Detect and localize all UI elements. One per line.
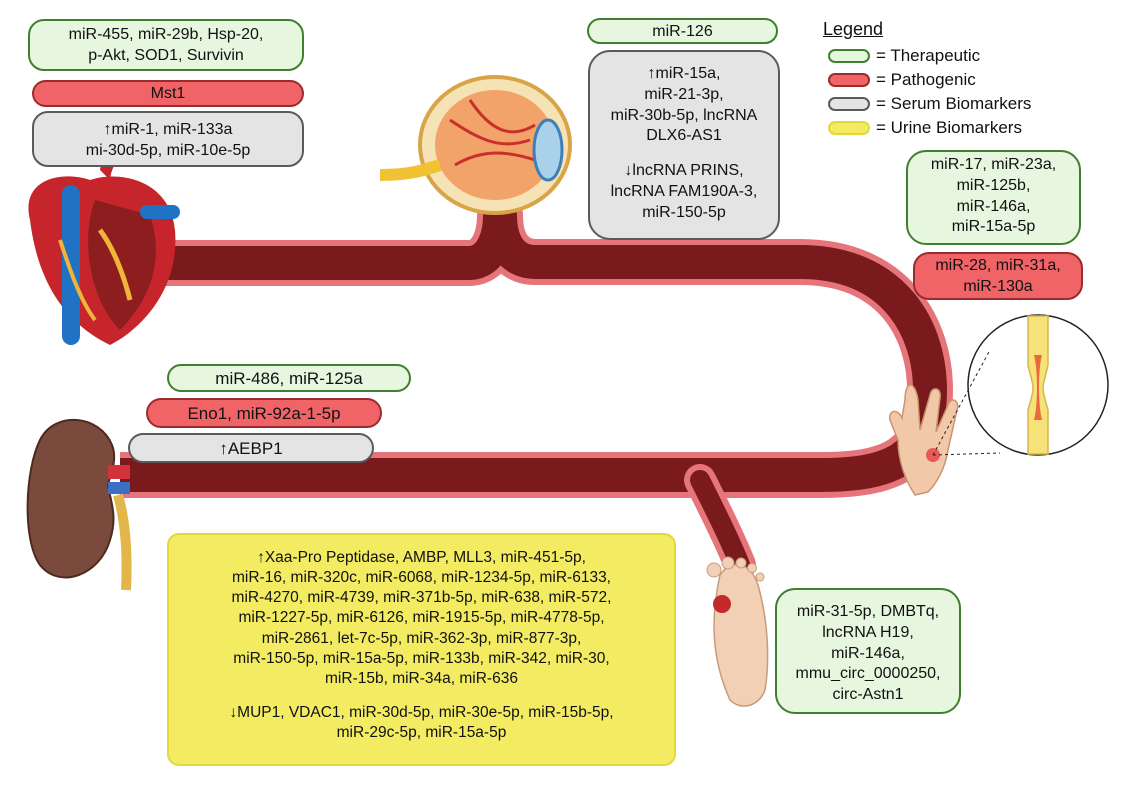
- kidney-urine-up-line-7: miR-15b, miR-34a, miR-636: [325, 669, 518, 687]
- eye-therapeutic-box: miR-126: [587, 18, 778, 44]
- foot-therapeutic-line-2: lncRNA H19,: [822, 623, 914, 641]
- eye-serum-up-line-1: ↑miR-15a,: [647, 65, 721, 82]
- eye-serum-down-line-3: miR-150-5p: [642, 203, 726, 221]
- eye-serum-down-line-1: ↓lncRNA PRINS,: [624, 162, 744, 180]
- kidney-urine-down-line-2: miR-29c-5p, miR-15a-5p: [336, 724, 507, 742]
- heart-icon: [28, 140, 180, 345]
- eye-serum-up-line-3: miR-30b-5p, lncRNA: [610, 106, 758, 124]
- narrowed-vessel-icon: [932, 314, 1109, 456]
- heart-serum-line-1: ↑miR-1, miR-133a: [103, 121, 233, 138]
- hand-therapeutic-line-3: miR-146a,: [956, 197, 1031, 215]
- hand-therapeutic-line-2: miR-125b,: [956, 176, 1031, 194]
- eye-serum-box: ↑miR-15a, miR-21-3p, miR-30b-5p, lncRNA …: [588, 50, 780, 240]
- eye-serum-up-line-2: miR-21-3p,: [644, 85, 724, 103]
- kidney-urine-down-line-1: ↓MUP1, VDAC1, miR-30d-5p, miR-30e-5p, mi…: [229, 703, 614, 721]
- kidney-urine-up-line-3: miR-4270, miR-4739, miR-371b-5p, miR-638…: [231, 589, 612, 607]
- kidney-urine-box: ↑Xaa-Pro Peptidase, AMBP, MLL3, miR-451-…: [167, 533, 676, 766]
- heart-pathogenic-box: Mst1: [32, 80, 304, 107]
- legend-item-urine: = Urine Biomarkers: [828, 117, 1022, 139]
- kidney-pathogenic-box: Eno1, miR-92a-1-5p: [146, 398, 382, 428]
- legend-swatch-therapeutic: [828, 49, 870, 63]
- legend-item-therapeutic: = Therapeutic: [828, 45, 980, 67]
- kidney-icon: [26, 418, 132, 591]
- kidney-serum-box: ↑AEBP1: [128, 433, 374, 463]
- legend-swatch-pathogenic: [828, 73, 870, 87]
- hand-therapeutic-box: miR-17, miR-23a, miR-125b, miR-146a, miR…: [906, 150, 1081, 245]
- foot-therapeutic-line-4: mmu_circ_0000250,: [795, 665, 941, 683]
- legend-swatch-serum: [828, 97, 870, 111]
- legend-label-pathogenic: = Pathogenic: [876, 70, 976, 89]
- foot-therapeutic-line-3: miR-146a,: [831, 644, 905, 662]
- hand-therapeutic-line-4: miR-15a-5p: [951, 218, 1036, 236]
- kidney-urine-up-line-2: miR-16, miR-320c, miR-6068, miR-1234-5p,…: [231, 569, 611, 587]
- kidney-pathogenic-text: Eno1, miR-92a-1-5p: [187, 404, 341, 423]
- heart-therapeutic-line-2: p-Akt, SOD1, Survivin: [88, 46, 244, 64]
- heart-serum-line-2: mi-30d-5p, miR-10e-5p: [85, 141, 251, 159]
- legend-label-therapeutic: = Therapeutic: [876, 46, 981, 65]
- foot-therapeutic-line-1: miR-31-5p, DMBTq,: [796, 603, 940, 620]
- kidney-urine-up-line-4: miR-1227-5p, miR-6126, miR-1915-5p, miR-…: [238, 609, 605, 627]
- hand-therapeutic-line-1: miR-17, miR-23a,: [930, 156, 1057, 173]
- legend-label-serum: = Serum Biomarkers: [876, 94, 1032, 113]
- foot-therapeutic-line-5: circ-Astn1: [832, 686, 904, 704]
- legend-item-serum: = Serum Biomarkers: [828, 93, 1031, 115]
- legend-title: Legend: [823, 19, 884, 39]
- hand-pathogenic-box: miR-28, miR-31a, miR-130a: [913, 252, 1083, 300]
- eye-therapeutic-text: miR-126: [652, 23, 713, 40]
- eye-serum-down-line-2: lncRNA FAM190A-3,: [610, 182, 758, 200]
- kidney-serum-text: ↑AEBP1: [219, 439, 283, 458]
- eye-serum-up-line-4: DLX6-AS1: [646, 127, 722, 145]
- heart-serum-box: ↑miR-1, miR-133a mi-30d-5p, miR-10e-5p: [32, 111, 304, 167]
- legend-label-urine: = Urine Biomarkers: [876, 118, 1022, 137]
- kidney-therapeutic-text: miR-486, miR-125a: [215, 369, 363, 388]
- legend-item-pathogenic: = Pathogenic: [828, 69, 976, 91]
- hand-pathogenic-line-1: miR-28, miR-31a,: [935, 257, 1061, 274]
- heart-therapeutic-line-1: miR-455, miR-29b, Hsp-20,: [68, 26, 264, 43]
- heart-pathogenic-text: Mst1: [150, 85, 186, 102]
- foot-therapeutic-box: miR-31-5p, DMBTq, lncRNA H19, miR-146a, …: [775, 588, 961, 714]
- legend-swatch-urine: [828, 121, 870, 135]
- kidney-urine-up-line-6: miR-150-5p, miR-15a-5p, miR-133b, miR-34…: [233, 649, 610, 667]
- eye-icon: [379, 75, 572, 215]
- foot-ulcer-icon: [706, 556, 769, 707]
- heart-therapeutic-box: miR-455, miR-29b, Hsp-20, p-Akt, SOD1, S…: [28, 19, 304, 71]
- kidney-urine-up-line-1: ↑Xaa-Pro Peptidase, AMBP, MLL3, miR-451-…: [257, 549, 586, 566]
- hand-pathogenic-line-2: miR-130a: [963, 277, 1033, 295]
- kidney-urine-up-line-5: miR-2861, let-7c-5p, miR-362-3p, miR-877…: [261, 629, 582, 647]
- kidney-therapeutic-box: miR-486, miR-125a: [167, 364, 411, 392]
